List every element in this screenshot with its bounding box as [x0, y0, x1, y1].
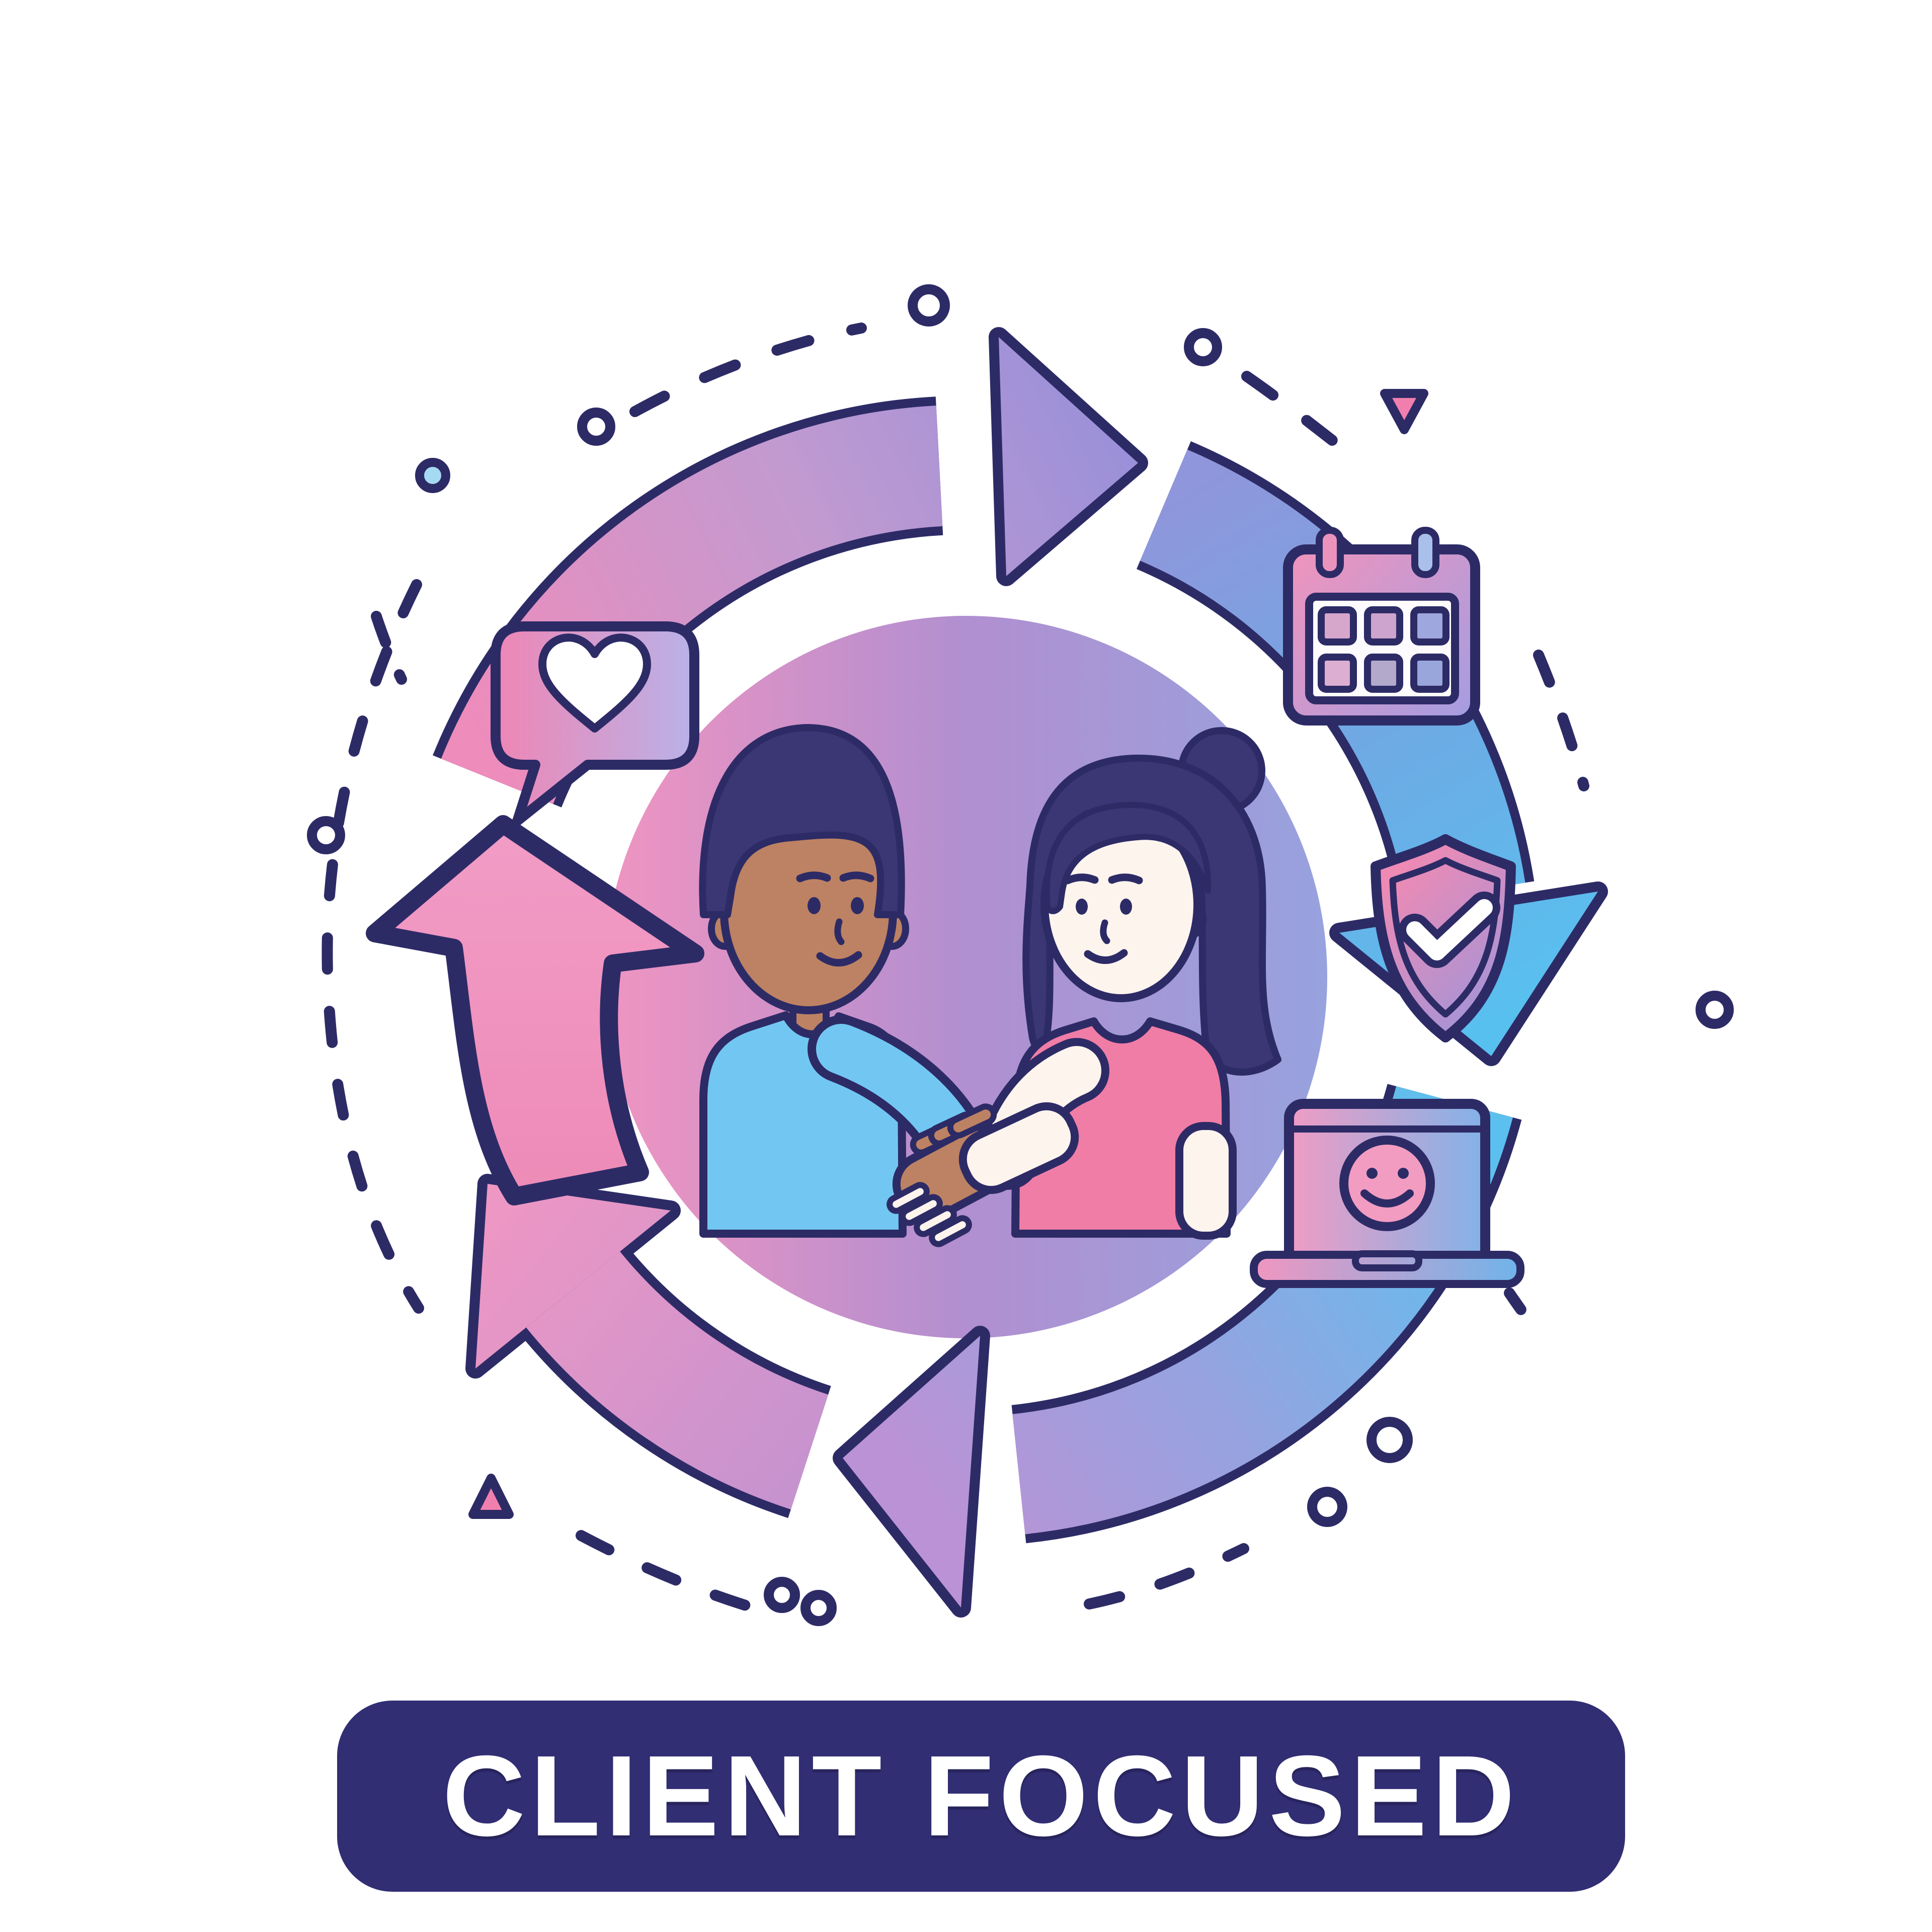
- ring-top-right: [1184, 328, 1222, 366]
- dashed-arc-bottom-right: [1084, 1543, 1249, 1609]
- dashed-arc-right-upper: [1533, 650, 1589, 791]
- blue-dot: [415, 458, 450, 493]
- handshake-hands: [887, 1102, 1079, 1247]
- decorations: [307, 284, 1734, 1626]
- ring-upper-left: [577, 408, 615, 446]
- shield-check-icon: [1371, 834, 1516, 1042]
- man-fingertips: [910, 1103, 997, 1156]
- ring-right: [1696, 991, 1734, 1029]
- ring-far-left: [307, 816, 345, 854]
- ring-bottom-right-2: [1307, 1487, 1347, 1527]
- smiley-face: [1339, 1136, 1435, 1231]
- title-banner: CLIENT FOCUSED: [337, 1701, 1625, 1892]
- laptop-notch: [1352, 1250, 1422, 1271]
- dashed-arc-bottom-left: [576, 1530, 776, 1619]
- ring-top-center: [908, 284, 950, 327]
- dashed-arc-left-upper: [371, 611, 407, 685]
- dashed-arc-right-mid: [1504, 1287, 1536, 1329]
- ring-bottom-right-1: [1366, 1417, 1413, 1463]
- heart-message-icon: [491, 621, 699, 826]
- calendar-cells: [1318, 606, 1450, 693]
- man-face-features: [796, 871, 874, 967]
- woman: [975, 727, 1281, 1240]
- calendar-icon: [1283, 527, 1480, 726]
- pink-triangle-bottom-left: [468, 1474, 514, 1519]
- ring-bottom-center-2: [800, 1590, 837, 1626]
- people-handshake: [699, 724, 1281, 1247]
- title-text: CLIENT FOCUSED: [442, 1732, 1520, 1860]
- laptop-smiley-icon: [1250, 1099, 1524, 1288]
- heart-shape: [538, 633, 651, 733]
- ring-bottom-center-1: [764, 1577, 800, 1613]
- dashed-arc-top-left: [629, 323, 867, 417]
- woman-bangs: [1043, 801, 1211, 914]
- bottom-left-arrow: [465, 1174, 832, 1518]
- cycle-icons: [491, 527, 1524, 1288]
- man-hair: [699, 724, 905, 918]
- woman-fingers: [887, 1182, 972, 1247]
- left-up-arrow: [366, 815, 704, 1205]
- woman-face-features: [1064, 873, 1143, 964]
- dashed-arc-top-right: [1241, 371, 1364, 466]
- pink-triangle-top-right: [1380, 389, 1428, 434]
- woman-forearm-right: [1175, 1122, 1237, 1240]
